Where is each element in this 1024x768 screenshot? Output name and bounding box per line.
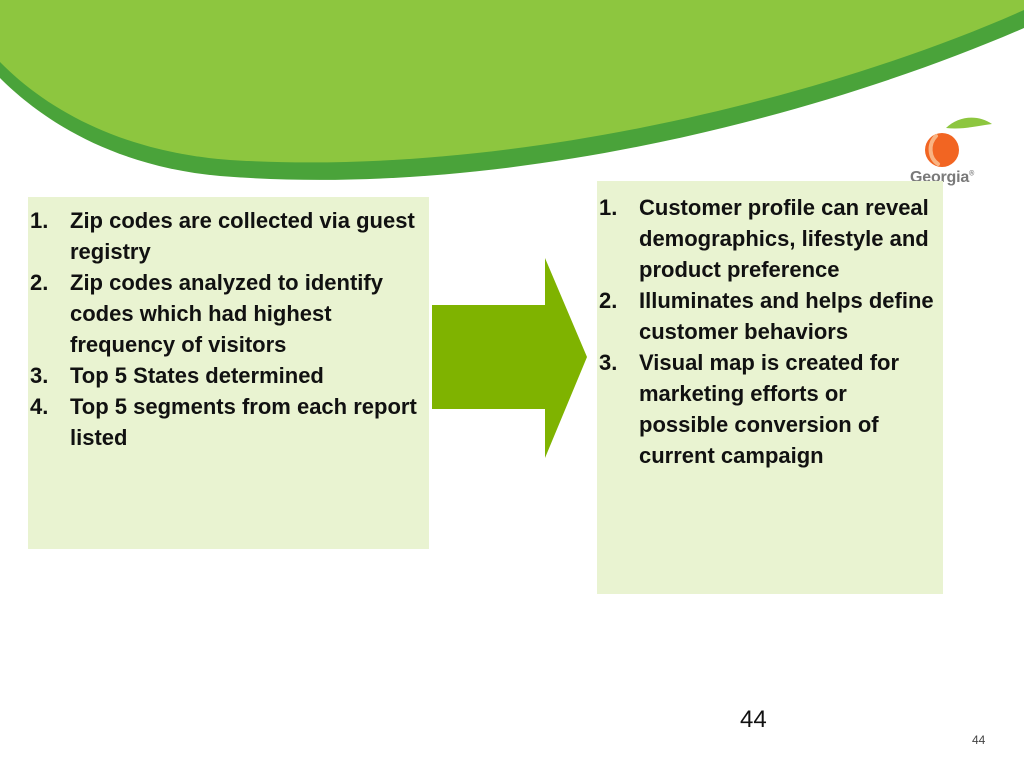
slide-number: 44 [740,706,767,733]
georgia-logo: Georgia® [902,112,1002,192]
list-item: 3. Top 5 States determined [30,360,421,391]
list-item: 3. Visual map is created for marketing ef… [599,347,937,471]
item-number: 1. [30,208,49,233]
leaf-icon [946,117,992,129]
footer-page-number: 44 [972,733,986,747]
list-item: 1. Zip codes are collected via guest regi… [30,205,421,267]
item-number: 3. [599,350,618,375]
outcomes-list: 1. Customer profile can reveal demographi… [599,192,937,471]
right-arrow-icon [432,258,587,458]
list-item: 2. Illuminates and helps define customer … [599,285,937,347]
process-steps-list: 1. Zip codes are collected via guest regi… [30,205,421,453]
item-number: 4. [30,394,49,419]
item-text: Zip codes are collected via guest regist… [70,208,415,264]
item-text: Illuminates and helps define customer be… [639,288,934,344]
list-item: 4. Top 5 segments from each report listed [30,391,421,453]
green-banner [0,0,1024,180]
item-number: 3. [30,363,49,388]
item-text: Zip codes analyzed to identify codes whi… [70,270,383,357]
list-item: 2. Zip codes analyzed to identify codes w… [30,267,421,360]
item-text: Customer profile can reveal demographics… [639,195,929,282]
item-number: 1. [599,195,618,220]
item-text: Top 5 States determined [70,363,324,388]
item-number: 2. [599,288,618,313]
process-steps-box: 1. Zip codes are collected via guest regi… [28,197,429,549]
item-text: Visual map is created for marketing effo… [639,350,900,468]
item-number: 2. [30,270,49,295]
item-text: Top 5 segments from each report listed [70,394,417,450]
outcomes-box: 1. Customer profile can reveal demographi… [597,181,943,594]
list-item: 1. Customer profile can reveal demographi… [599,192,937,285]
